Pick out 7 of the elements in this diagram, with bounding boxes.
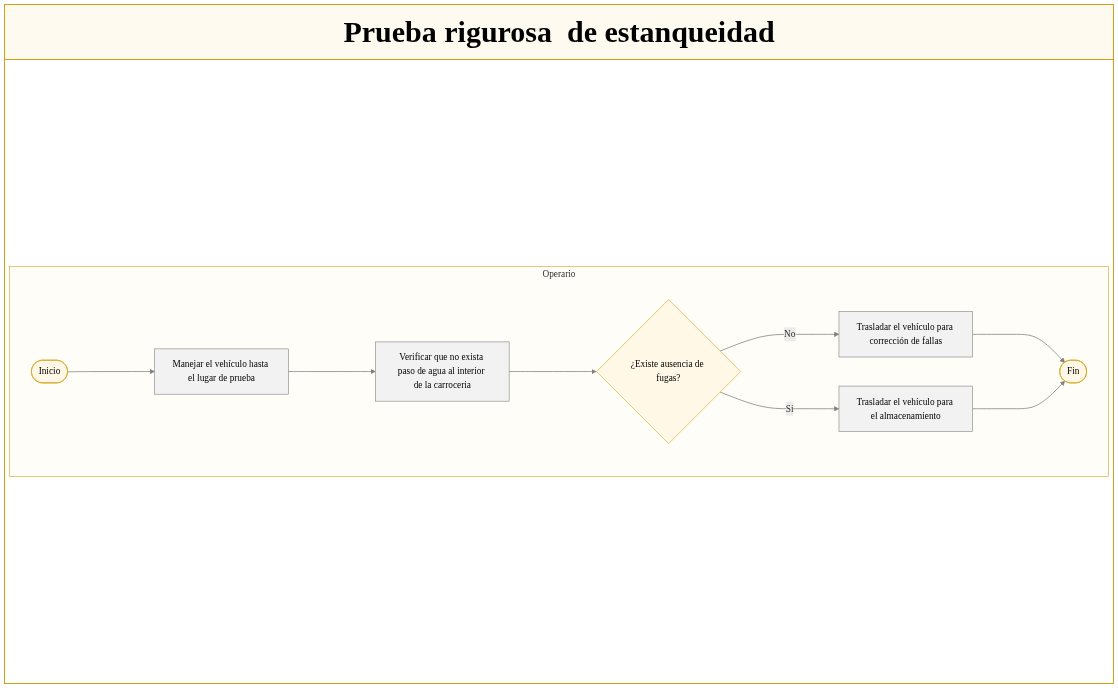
node-box: Manejar el vehículo hasta el lugar de prueba [154,348,289,395]
node-diamond: ¿Existe ausencia de fugas? [596,299,741,444]
node-box: Verificar que no exista paso de agua al interior de la carroceria [375,341,510,402]
node-box: Trasladar el vehículo para corrección de fallas [838,311,973,358]
edge-label: No [784,329,796,339]
node-box: Trasladar el vehículo para el almacenamiento [838,385,973,432]
edge-label: Si [785,403,794,414]
